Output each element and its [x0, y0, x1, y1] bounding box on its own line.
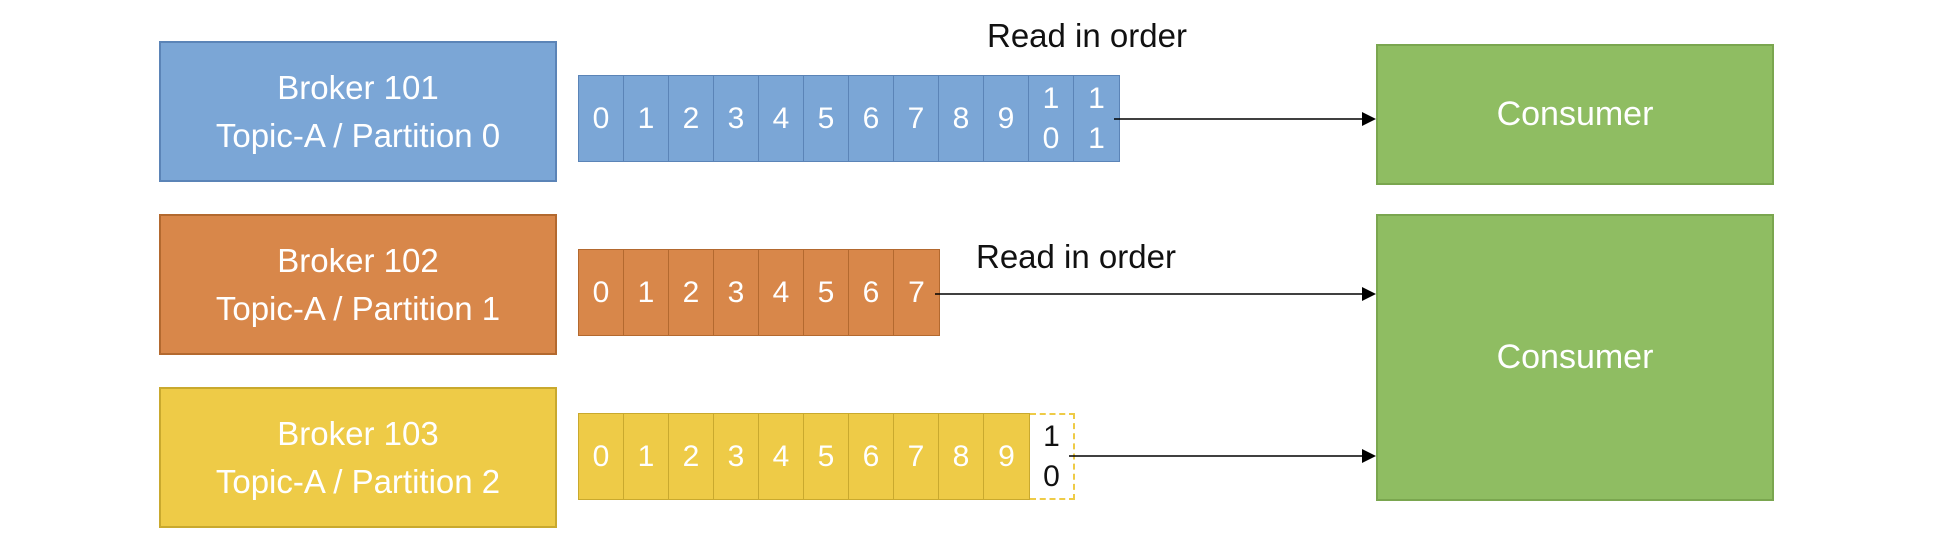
offset-digit: 1 — [1088, 121, 1105, 155]
broker-102-title: Broker 102 — [277, 241, 439, 279]
offset-cell: 5 — [804, 250, 849, 335]
consumer-bottom: Consumer — [1376, 214, 1774, 501]
offset-cell: 7 — [894, 76, 939, 161]
broker-102-partition: Topic-A / Partition 1 — [215, 289, 501, 327]
offset-cell: 6 — [849, 250, 894, 335]
offset-digit: 1 — [1088, 81, 1105, 115]
offset-cell: 1 — [624, 414, 669, 499]
partition-1-log: 0 1 2 3 4 5 6 7 — [578, 249, 940, 336]
partition-2-committed-offsets: 0 1 2 3 4 5 6 7 8 9 — [578, 413, 1030, 500]
offset-cell: 7 — [894, 414, 939, 499]
consumer-bottom-label: Consumer — [1496, 338, 1654, 376]
offset-cell: 6 — [849, 76, 894, 161]
offset-cell: 1 — [624, 250, 669, 335]
offset-cell: 1 — [624, 76, 669, 161]
partition-0-log: 0 1 2 3 4 5 6 7 8 9 1 0 1 1 — [578, 75, 1120, 162]
broker-103-partition: Topic-A / Partition 2 — [215, 462, 501, 500]
arrow-head-partition-2 — [1362, 449, 1376, 463]
offset-cell: 3 — [714, 76, 759, 161]
offset-cell: 0 — [579, 250, 624, 335]
offset-cell: 0 — [579, 414, 624, 499]
arrow-head-partition-0 — [1362, 112, 1376, 126]
broker-103-title: Broker 103 — [277, 414, 439, 452]
offset-cell: 8 — [939, 76, 984, 161]
offset-cell: 4 — [759, 76, 804, 161]
broker-101-title: Broker 101 — [277, 68, 439, 106]
broker-101-box: Broker 101 Topic-A / Partition 0 — [159, 41, 557, 182]
offset-cell: 8 — [939, 414, 984, 499]
offset-cell: 6 — [849, 414, 894, 499]
arrow-head-partition-1 — [1362, 287, 1376, 301]
offset-cell: 2 — [669, 76, 714, 161]
offset-cell: 4 — [759, 250, 804, 335]
offset-cell: 5 — [804, 414, 849, 499]
consumer-top-label: Consumer — [1496, 95, 1654, 133]
partition-2-log: 0 1 2 3 4 5 6 7 8 9 1 0 — [578, 413, 1075, 500]
broker-101-partition: Topic-A / Partition 0 — [215, 116, 501, 154]
offset-digit: 0 — [1042, 121, 1060, 155]
consumer-top: Consumer — [1376, 44, 1774, 185]
read-in-order-label-middle: Read in order — [976, 238, 1176, 275]
offset-cell: 0 — [579, 76, 624, 161]
read-in-order-label-top: Read in order — [987, 17, 1187, 54]
offset-cell: 2 — [669, 250, 714, 335]
offset-cell: 3 — [714, 414, 759, 499]
offset-cell: 4 — [759, 414, 804, 499]
offset-cell: 9 — [998, 439, 1015, 473]
offset-cell-10: 1 0 — [1029, 76, 1074, 161]
broker-102-box: Broker 102 Topic-A / Partition 1 — [159, 214, 557, 355]
offset-cell: 3 — [714, 250, 759, 335]
offset-cell: 2 — [669, 414, 714, 499]
broker-103-box: Broker 103 Topic-A / Partition 2 — [159, 387, 557, 528]
offset-digit: 1 — [1042, 81, 1060, 115]
offset-cell: 7 — [908, 275, 925, 309]
offset-cell-11: 1 1 — [1074, 76, 1119, 161]
offset-digit: 1 — [1043, 419, 1060, 453]
offset-cell: 9 — [984, 76, 1029, 161]
offset-cell: 5 — [804, 76, 849, 161]
offset-digit: 0 — [1043, 459, 1060, 493]
